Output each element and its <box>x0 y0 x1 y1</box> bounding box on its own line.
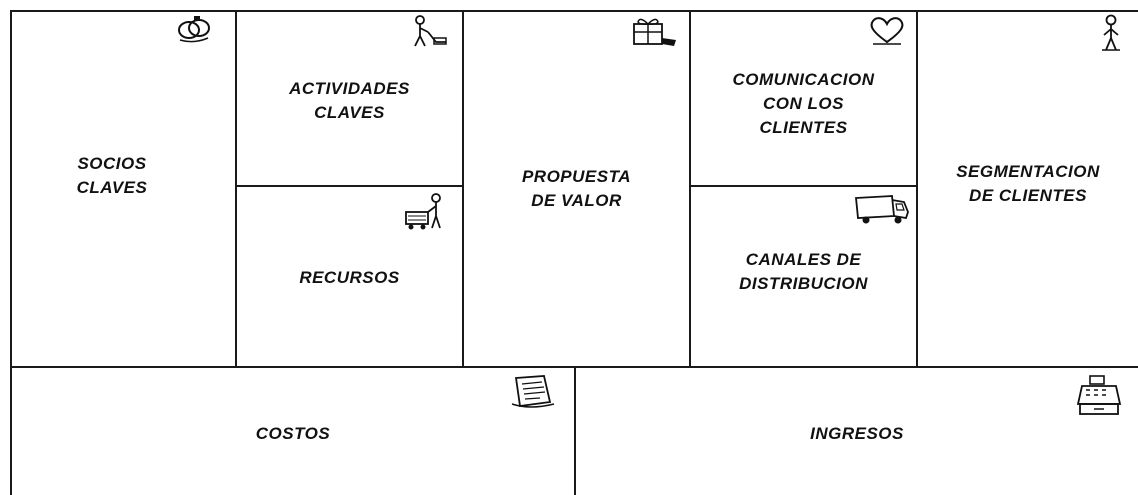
divider-costos-ingresos <box>574 366 576 495</box>
divider-socios <box>235 10 237 367</box>
divider-comunicacion <box>916 10 918 367</box>
socios-claves-label: SOCIOS CLAVES <box>76 154 148 197</box>
comunicacion-con-los-clientes-label: COMUNICACION CON LOS CLIENTES <box>732 70 875 137</box>
divider-comunicacion-canales <box>689 185 918 187</box>
gift-box-icon <box>630 14 678 50</box>
segmentacion-de-clientes-label: SEGMENTACION DE CLIENTES <box>956 162 1100 205</box>
recursos-label: RECURSOS <box>299 268 400 287</box>
top-border <box>10 10 1138 12</box>
worker-with-cart-icon <box>402 192 448 232</box>
receipt-icon <box>510 374 556 410</box>
worker-icon <box>408 14 448 48</box>
propuesta-de-valor-label: PROPUESTA DE VALOR <box>521 167 632 210</box>
ingresos-label: INGRESOS <box>810 424 904 443</box>
person-icon <box>1098 14 1124 52</box>
left-border <box>10 10 12 495</box>
cash-register-icon <box>1076 374 1122 418</box>
divider-actividades-recursos <box>235 185 463 187</box>
rings-icon <box>176 14 212 46</box>
actividades-claves-label: ACTIVIDADES CLAVES <box>289 79 410 122</box>
truck-icon <box>852 192 910 226</box>
divider-actividades <box>462 10 464 367</box>
heart-icon <box>867 16 907 46</box>
canales-de-distribucion-label: CANALES DE DISTRIBUCION <box>739 250 868 293</box>
divider-propuesta <box>689 10 691 367</box>
costos-label: COSTOS <box>255 424 331 443</box>
